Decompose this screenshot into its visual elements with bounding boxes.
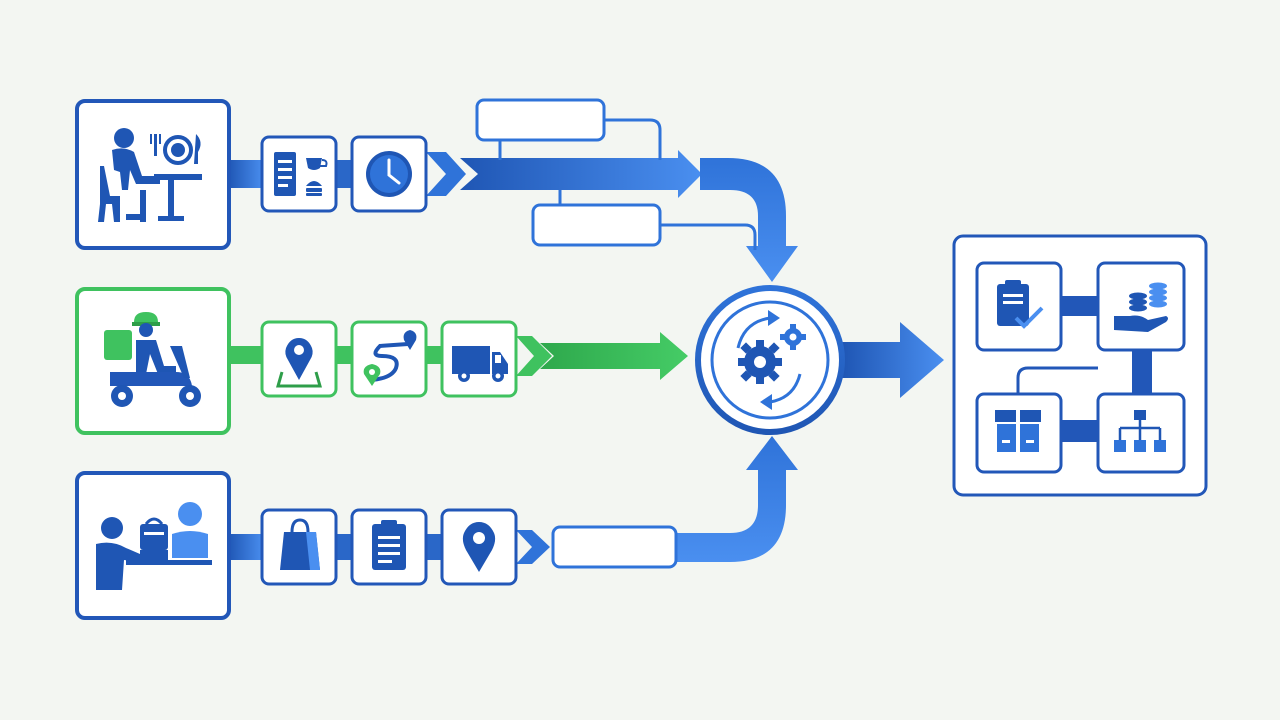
output-panel (952, 234, 1208, 497)
label-box-top (475, 98, 606, 142)
step-box-menu (260, 135, 338, 213)
person-dining-table-icon (98, 128, 202, 222)
arrow-row2-main (540, 332, 688, 380)
checklist-clipboard-icon (997, 280, 1044, 329)
connector-row2-a (228, 346, 264, 364)
shopping-bag-icon (280, 518, 320, 570)
connector-row3-c (426, 534, 444, 560)
connector-row1-a (228, 160, 264, 188)
step-box-bag (260, 508, 338, 586)
inventory-boxes-icon (995, 410, 1041, 452)
clipboard-icon (372, 520, 406, 570)
output-connector-top (1060, 296, 1100, 316)
connector-row3-b (336, 534, 354, 560)
output-connector-right (1132, 350, 1152, 394)
location-pin-icon (462, 522, 496, 572)
route-icon (363, 330, 417, 386)
elbow-top-to-hub (700, 158, 798, 282)
source-box-takeaway (75, 471, 231, 620)
hierarchy-icon (1114, 410, 1166, 452)
counter-handoff-icon (96, 502, 212, 590)
line-label-mid (660, 223, 757, 250)
line-label-top (498, 118, 662, 160)
module-box-inventory (975, 392, 1063, 474)
connector-row2-b (336, 346, 354, 364)
connectors (228, 118, 944, 564)
step-box-van (440, 320, 518, 398)
output-connector-bottom (1060, 420, 1100, 442)
module-box-hierarchy (1096, 392, 1186, 474)
elbow-bottom-to-hub (676, 436, 798, 562)
connector-row1-b (336, 160, 354, 188)
label-box-middle (531, 203, 662, 247)
arrow-row1-main (460, 150, 702, 198)
arrow-row1-small (426, 152, 466, 196)
output-connector-thin (1016, 366, 1098, 394)
arrow-hub-to-output (842, 322, 944, 398)
module-box-finance (1096, 261, 1186, 352)
hand-coins-icon (1114, 282, 1168, 332)
step-box-clipboard (350, 508, 428, 586)
delivery-van-icon (452, 346, 508, 382)
module-box-checklist (975, 261, 1063, 352)
delivery-scooter-icon (104, 312, 201, 407)
label-boxes (475, 98, 678, 569)
step-box-route (350, 320, 428, 398)
label-box-bottom (551, 525, 678, 569)
clock-icon (366, 151, 412, 197)
source-box-dine-in (75, 99, 231, 250)
arrow-row2-small (516, 336, 552, 376)
processing-hub (695, 285, 845, 435)
connector-row3-a (228, 534, 264, 560)
source-box-delivery (75, 287, 231, 435)
connector-row2-c (426, 346, 444, 364)
step-box-clock (350, 135, 428, 213)
arrow-row3-small (516, 530, 550, 564)
gears-sync-icon (736, 310, 806, 410)
menu-icon (274, 152, 328, 196)
location-map-icon (276, 338, 322, 388)
step-box-location-map (260, 320, 338, 398)
step-box-pin (440, 508, 518, 586)
